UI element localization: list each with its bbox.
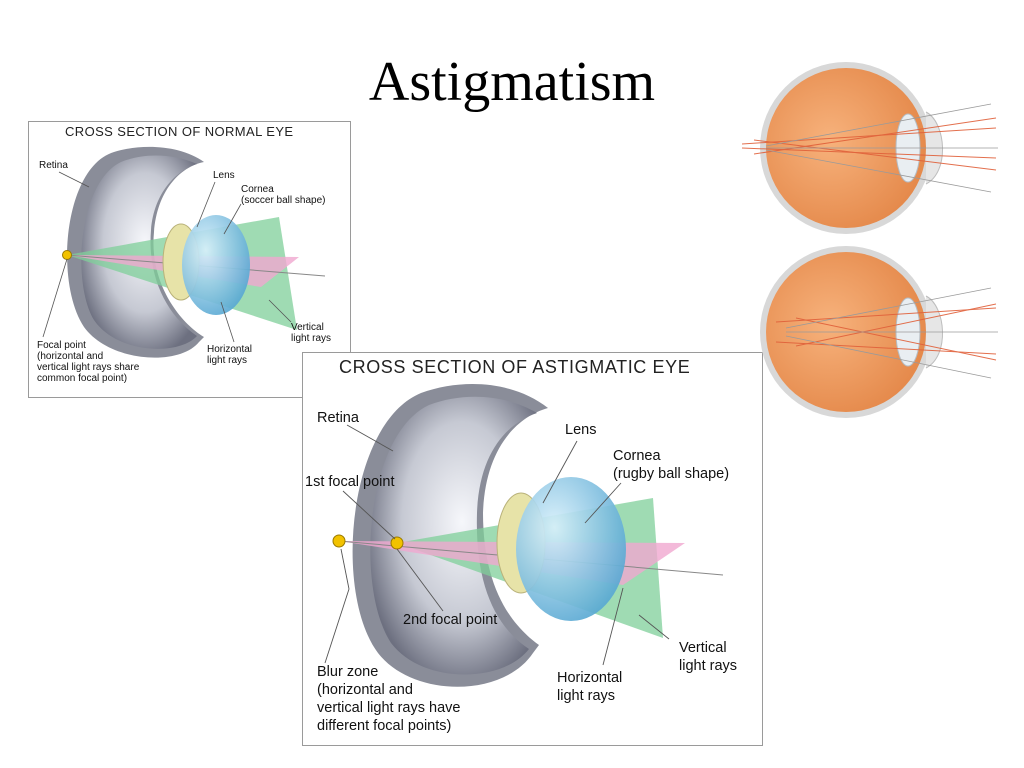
eyeball-bottom [760,246,998,418]
normal-lens-label: Lens [213,170,235,181]
ray-trace-illustration [741,62,998,418]
astigmatic-cornea-label: Cornea (rugby ball shape) [613,448,730,482]
eyeball-top [741,62,998,234]
normal-eye-illustration [42,146,326,358]
normal-eye-heading: CROSS SECTION OF NORMAL EYE [65,124,294,139]
normal-retina-label: Retina [39,160,68,171]
astigmatic-lens-label: Lens [565,422,597,438]
focal-point-dot [62,250,72,260]
ray-trace-eyes [736,60,1008,420]
slide-title: Astigmatism [368,51,656,113]
blur-zone-label: Blur zone (horizontal and vertical light… [317,664,461,734]
normal-focal-point-label: Focal point (horizontal and vertical lig… [37,340,140,384]
astigmatic-horizontal-rays-label: Horizontal light rays [557,670,623,704]
second-focal-point-label: 2nd focal point [403,612,498,628]
normal-cornea-label: Cornea (soccer ball shape) [241,184,326,206]
second-focal-point-dot [332,534,346,548]
astigmatic-eye-heading: CROSS SECTION OF ASTIGMATIC EYE [339,357,691,377]
cornea [516,477,626,621]
normal-horizontal-rays-label: Horizontal light rays [207,344,253,366]
astigmatic-retina-label: Retina [317,410,359,426]
astigmatic-eye-illustration [324,384,724,687]
normal-eye-panel: CROSS SECTION OF NORMAL EYE Retina Lens … [28,121,351,398]
astigmatic-vertical-rays-label: Vertical light rays [679,640,738,674]
cornea [182,215,250,315]
normal-vertical-rays-label: Vertical light rays [291,322,332,344]
first-focal-point-dot [390,536,404,550]
first-focal-point-label: 1st focal point [305,474,395,490]
astigmatic-eye-panel: CROSS SECTION OF ASTIGMATIC EYE Retina L… [302,352,763,746]
